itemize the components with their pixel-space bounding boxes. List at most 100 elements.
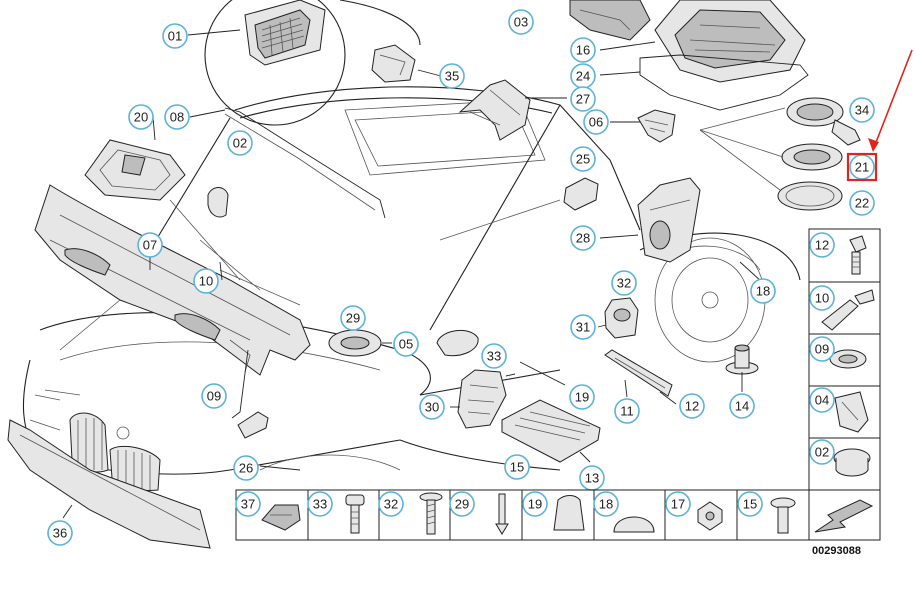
callout-11[interactable]: 11 [614,398,640,424]
svg-text:17: 17 [671,497,685,512]
svg-text:12: 12 [815,238,829,253]
battery-tray [569,0,806,83]
highlight-box-21 [846,152,878,182]
callout-27[interactable]: 27 [570,86,596,112]
callout-28[interactable]: 28 [570,225,596,251]
callout-14[interactable]: 14 [729,393,755,419]
svg-text:15: 15 [743,497,757,512]
callout-07[interactable]: 07 [137,232,163,258]
bottom-callout-37[interactable]: 37 [235,491,261,517]
svg-text:02: 02 [815,445,829,460]
callout-19[interactable]: 19 [569,384,595,410]
side-callout-09[interactable]: 09 [809,336,835,362]
side-callout-04[interactable]: 04 [809,387,835,413]
svg-text:12: 12 [685,399,699,414]
bracket-06 [637,109,676,143]
callout-18[interactable]: 18 [750,278,776,304]
side-parts-panel [808,228,881,491]
plate-13 [501,399,601,463]
svg-text:01: 01 [168,29,182,44]
svg-text:25: 25 [576,152,590,167]
callout-03[interactable]: 03 [508,9,534,35]
svg-text:21: 21 [855,160,869,175]
svg-text:19: 19 [528,497,542,512]
clip-25 [563,177,599,211]
bumper-carrier [7,419,211,549]
callout-02[interactable]: 02 [227,130,253,156]
callout-25[interactable]: 25 [570,146,596,172]
svg-text:18: 18 [756,284,770,299]
svg-text:13: 13 [585,471,599,486]
grommet-34 [786,97,861,146]
leader-lines [62,29,763,519]
callout-34[interactable]: 34 [849,97,875,123]
svg-text:32: 32 [617,276,631,291]
svg-text:20: 20 [134,110,148,125]
callout-30[interactable]: 30 [419,394,445,420]
callout-01[interactable]: 01 [162,23,188,49]
callout-29[interactable]: 29 [340,305,366,331]
bracket-30 [457,369,507,429]
bottom-callout-19[interactable]: 19 [522,491,548,517]
tray-seal [639,54,809,111]
callout-16[interactable]: 16 [570,37,596,63]
svg-text:09: 09 [815,342,829,357]
callout-24[interactable]: 24 [570,63,596,89]
svg-text:05: 05 [399,337,413,352]
svg-text:19: 19 [575,390,589,405]
callout-20[interactable]: 20 [128,104,154,130]
callout-36[interactable]: 36 [47,520,73,546]
cowl-panel [34,184,311,376]
svg-text:18: 18 [599,497,613,512]
callout-05[interactable]: 05 [393,331,419,357]
rear-view-mirror [207,187,229,218]
cover-28 [637,177,701,263]
side-callout-02[interactable]: 02 [809,439,835,465]
callout-10[interactable]: 10 [193,268,219,294]
svg-text:26: 26 [239,461,253,476]
bottom-callout-18[interactable]: 18 [593,491,619,517]
callout-09[interactable]: 09 [201,383,227,409]
callout-21[interactable]: 21 [849,154,875,180]
svg-text:16: 16 [576,43,590,58]
svg-text:22: 22 [855,196,869,211]
direction-arrow-icon [814,499,874,533]
callout-32[interactable]: 32 [611,270,637,296]
strip-11 [604,349,673,397]
highlight-arrow [872,49,913,151]
bottom-callout-15[interactable]: 15 [737,491,763,517]
svg-text:14: 14 [735,399,749,414]
svg-text:30: 30 [425,400,439,415]
svg-text:32: 32 [384,497,398,512]
callout-12[interactable]: 12 [679,393,705,419]
callout-15[interactable]: 15 [504,454,530,480]
callout-26[interactable]: 26 [233,455,259,481]
detail-circle [204,0,346,126]
bottom-callout-29[interactable]: 29 [449,491,475,517]
diagram-number: 00293088 [812,545,861,557]
bottom-callout-17[interactable]: 17 [665,491,691,517]
svg-text:28: 28 [576,231,590,246]
bottom-callout-33[interactable]: 33 [307,491,333,517]
svg-text:03: 03 [514,15,528,30]
callout-33[interactable]: 33 [481,343,507,369]
windshield-seal [224,107,386,219]
grommet-22 [777,181,843,211]
callout-08[interactable]: 08 [164,104,190,130]
svg-text:08: 08 [170,110,184,125]
svg-text:10: 10 [199,274,213,289]
callout-13[interactable]: 13 [579,465,605,491]
side-callout-10[interactable]: 10 [809,285,835,311]
svg-text:34: 34 [855,103,869,118]
callout-22[interactable]: 22 [849,190,875,216]
callout-06[interactable]: 06 [583,109,609,135]
svg-text:31: 31 [576,320,590,335]
bottom-callout-32[interactable]: 32 [378,491,404,517]
front-grille [29,389,161,491]
callout-31[interactable]: 31 [570,314,596,340]
bottom-parts-panel [235,489,881,541]
bracket-35 [371,44,416,83]
side-callout-12[interactable]: 12 [809,232,835,258]
callout-35[interactable]: 35 [439,63,465,89]
